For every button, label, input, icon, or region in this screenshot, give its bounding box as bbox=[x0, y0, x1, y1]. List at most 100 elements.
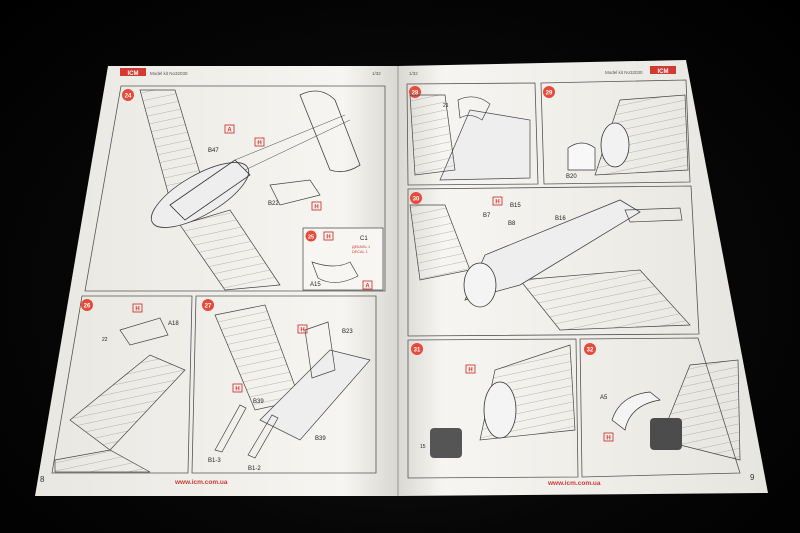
step-26-part-a18 bbox=[119, 317, 169, 346]
step-28-panel bbox=[406, 82, 539, 186]
step-25-decal-en: DECAL 1 bbox=[352, 250, 368, 254]
step-24-label-b22: B22 bbox=[268, 201, 279, 207]
step-30-marker-h-text: H bbox=[495, 200, 499, 206]
left-header-scale: 1/32 bbox=[372, 71, 381, 76]
right-page-number: 9 bbox=[750, 473, 755, 482]
step-30-label-b7: B7 bbox=[483, 213, 491, 219]
step-24-label-b47: B47 bbox=[208, 148, 219, 154]
step-25-label-a15: A15 bbox=[310, 282, 321, 288]
step-29-badge bbox=[543, 86, 555, 98]
step-25-marker-a-text: A bbox=[365, 284, 370, 290]
step-24-marker-h2-text: H bbox=[314, 205, 318, 211]
step-32-engine bbox=[650, 418, 682, 450]
left-header-model: Model kit No32030 bbox=[150, 71, 188, 76]
step-26-badge bbox=[81, 299, 93, 311]
step-27-panel bbox=[191, 295, 377, 474]
step-26-panel bbox=[51, 295, 193, 474]
step-24-fuselage bbox=[150, 162, 250, 228]
step-27-label-b39b: B39 bbox=[315, 436, 326, 442]
step-26-label-a18: A18 bbox=[168, 321, 179, 327]
step-31-number: 31 bbox=[414, 348, 421, 354]
step-25-label-c1: C1 bbox=[360, 236, 368, 242]
right-header-model: Model kit No32030 bbox=[605, 70, 643, 75]
step-30-marker-h bbox=[492, 196, 503, 206]
step-29-part-b20 bbox=[567, 142, 596, 171]
step-27-strut-b1-3 bbox=[214, 404, 247, 453]
step-29-firewall bbox=[600, 122, 630, 168]
step-30-badge bbox=[410, 192, 422, 204]
step-32-cowl-a5 bbox=[611, 391, 661, 431]
step-24-badge bbox=[122, 89, 134, 101]
step-27-strut-b1-2 bbox=[247, 414, 279, 459]
step-24-part-b22 bbox=[269, 179, 321, 206]
step-31-cowl bbox=[483, 381, 517, 439]
step-27-label-b1-2: B1-2 bbox=[248, 466, 261, 472]
step-27-badge bbox=[202, 299, 214, 311]
step-25-decal-ru: ДЕКАЛЬ 1 bbox=[352, 245, 370, 249]
step-30-label-b16: B16 bbox=[555, 216, 566, 222]
step-24-wing-lower bbox=[179, 209, 281, 291]
step-32-number: 32 bbox=[587, 348, 594, 354]
step-30-number: 30 bbox=[413, 197, 420, 203]
right-footer-url: www.icm.com.ua bbox=[547, 480, 601, 487]
step-26-marker-h-text: H bbox=[135, 307, 139, 313]
right-header-logo: ICM bbox=[658, 69, 669, 75]
step-27-marker-h2-text: H bbox=[235, 387, 239, 393]
step-31-panel bbox=[407, 338, 579, 479]
step-27-fuselage bbox=[259, 349, 371, 441]
step-25-marker-a bbox=[362, 280, 373, 290]
step-30-label-b15: B15 bbox=[510, 203, 521, 209]
step-24-rigging bbox=[234, 114, 346, 161]
step-32-badge bbox=[584, 343, 596, 355]
step-30-fuselage bbox=[464, 199, 641, 301]
step-31-marker-h bbox=[465, 364, 476, 374]
step-27-number: 27 bbox=[205, 304, 212, 310]
step-24-canopy-frame bbox=[169, 159, 251, 221]
step-24-marker-a-text: A bbox=[227, 128, 232, 134]
step-31-label-15: 15 bbox=[420, 444, 426, 450]
step-31-marker-h-text: H bbox=[468, 368, 472, 374]
step-27-label-b23: B23 bbox=[342, 329, 353, 335]
step-28-wing bbox=[409, 94, 456, 176]
step-27-part-b23 bbox=[304, 321, 336, 379]
step-27-marker-h1-text: H bbox=[300, 328, 304, 334]
step-28-label-21: 21 bbox=[443, 103, 449, 109]
step-30-wing-right bbox=[519, 269, 691, 331]
right-header-logo-box bbox=[650, 66, 676, 74]
step-28-number: 28 bbox=[412, 91, 419, 97]
step-27-label-b39a: B39 bbox=[253, 399, 264, 405]
step-32-marker-h bbox=[603, 432, 614, 442]
left-page: ICM Model kit No32030 1/32 24 A H H B47 … bbox=[35, 66, 398, 496]
step-29-label-b20: B20 bbox=[566, 174, 577, 180]
step-26-number: 26 bbox=[84, 304, 91, 310]
step-26-marker-h bbox=[132, 303, 143, 313]
step-28-fuselage bbox=[439, 109, 531, 181]
step-27-marker-h1 bbox=[297, 324, 308, 334]
step-30-tail bbox=[624, 207, 683, 223]
step-30-label-b8: B8 bbox=[508, 221, 516, 227]
step-24-marker-h2 bbox=[311, 201, 322, 211]
step-25-badge bbox=[305, 230, 317, 242]
step-25-part-a15 bbox=[311, 261, 359, 283]
step-27-marker-h2 bbox=[232, 383, 243, 393]
step-25-panel bbox=[302, 227, 384, 291]
step-26-cockpit bbox=[69, 354, 186, 451]
step-24-panel bbox=[84, 85, 386, 292]
step-29-number: 29 bbox=[546, 91, 553, 97]
step-29-panel bbox=[540, 79, 691, 185]
left-page-number: 8 bbox=[40, 475, 45, 484]
right-header-scale: 1/32 bbox=[409, 71, 418, 76]
step-24-marker-h1 bbox=[254, 137, 265, 147]
step-24-tail-fin bbox=[299, 90, 361, 173]
step-32-panel bbox=[579, 337, 741, 478]
step-24-marker-h1-text: H bbox=[257, 141, 261, 147]
step-24-rigging-2 bbox=[244, 119, 351, 171]
step-25-marker-h bbox=[323, 231, 334, 241]
step-28-panel-part bbox=[457, 96, 491, 121]
step-26-wing bbox=[54, 449, 151, 473]
step-31-badge bbox=[411, 343, 423, 355]
step-24-marker-a bbox=[224, 124, 235, 134]
right-page: 1/32 Model kit No32030 ICM 28 21 29 B20 … bbox=[397, 60, 768, 496]
left-header-logo-box bbox=[120, 68, 146, 76]
